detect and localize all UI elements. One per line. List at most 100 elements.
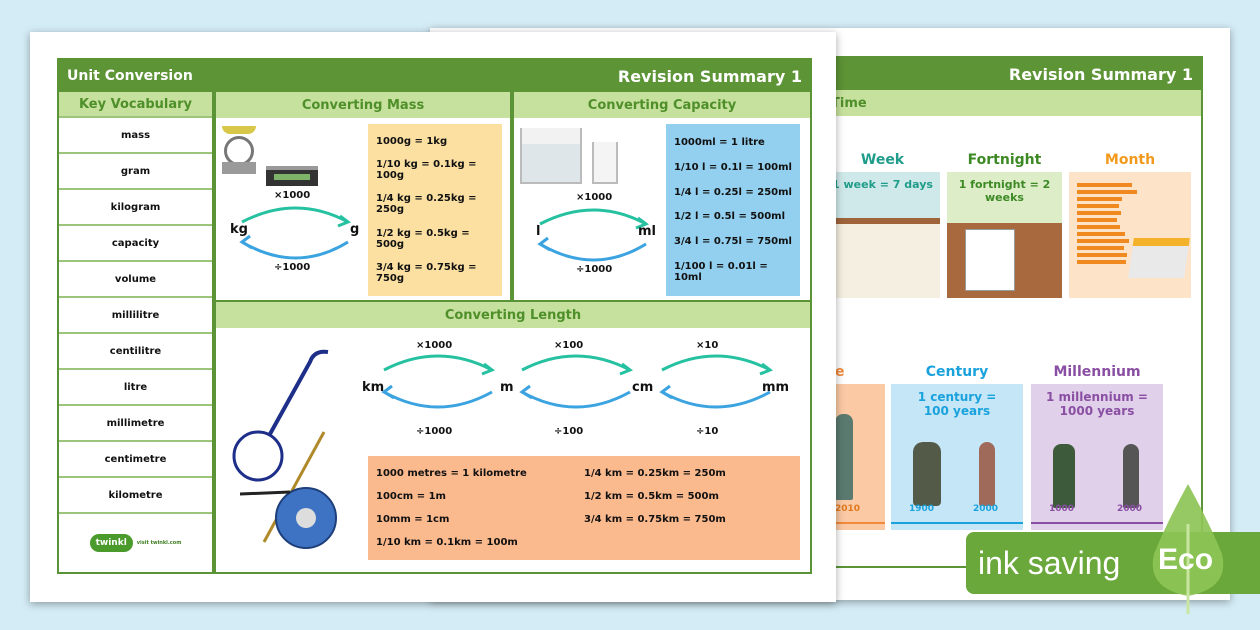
length-facts-box: 1000 metres = 1 kilometre 1/4 km = 0.25k…	[368, 456, 800, 560]
capacity-facts-box: 1000ml = 1 litre 1/10 l = 0.1l = 100ml 1…	[666, 124, 800, 296]
mass-fact: 3/4 kg = 0.75kg = 750g	[376, 261, 477, 284]
trundle-wheel-handle	[258, 349, 329, 453]
length-fact: 1/10 km = 0.1km = 100m	[376, 537, 518, 548]
vocab-item: gram	[59, 154, 212, 190]
vocab-item: centimetre	[59, 442, 212, 478]
mass-fact: 1/4 kg = 0.25kg = 250g	[376, 193, 477, 216]
digital-scale-icon	[266, 166, 318, 186]
unit-mm: mm	[762, 380, 790, 395]
km-to-m-op: ×1000	[416, 340, 453, 351]
length-fact: 10mm = 1cm	[376, 514, 450, 525]
decade-year: 2010	[835, 504, 861, 514]
unit-g: g	[350, 222, 360, 237]
capacity-fact: 1/100 l = 0.01l = 10ml	[674, 261, 768, 284]
back-arrow	[241, 240, 349, 260]
desk-calendar-image	[1128, 238, 1190, 278]
millennium-card: Millennium 1 millennium = 1000 years 100…	[1031, 360, 1163, 530]
key-vocabulary-header: Key Vocabulary	[59, 92, 212, 118]
capacity-back-op: ÷1000	[576, 264, 613, 275]
trundle-wheel-icon	[232, 430, 284, 482]
length-conversion-arrows	[381, 354, 774, 409]
week-fact: 1 week = 7 days	[832, 178, 933, 191]
millennium-title: Millennium	[1053, 364, 1141, 380]
mass-fact: 1/10 kg = 0.1kg = 100g	[376, 159, 477, 182]
vocab-item: centilitre	[59, 334, 212, 370]
converting-capacity-panel: Converting Capacity l ml ×1000 ÷1000 100…	[512, 92, 810, 300]
front-title-bar: Unit Conversion Revision Summary 1	[59, 60, 810, 92]
century-year-end: 2000	[973, 504, 999, 514]
measuring-jug-icon	[520, 128, 582, 184]
eco-label: Eco	[1158, 543, 1214, 576]
kitchen-scale-icon	[222, 126, 256, 186]
back-frame: Revision Summary 1 Time Week 1 week = 7 …	[825, 56, 1203, 568]
twinkl-tagline: visit twinkl.com	[136, 540, 182, 546]
vocab-item: millilitre	[59, 298, 212, 334]
cm-to-mm-op: ×10	[696, 340, 719, 351]
converting-mass-header: Converting Mass	[216, 92, 510, 118]
person-figure	[835, 414, 853, 500]
mass-forward-op: ×1000	[274, 190, 311, 201]
calendar-image	[947, 223, 1062, 298]
length-fact: 1/4 km = 0.25km = 250m	[584, 468, 726, 479]
businessman-figure	[1123, 444, 1139, 508]
time-section-header: Time	[825, 90, 1201, 116]
twinkl-logo: twinkl	[89, 534, 133, 552]
modern-figure	[979, 442, 995, 506]
forward-arrow	[241, 206, 349, 224]
unit-km: km	[362, 380, 385, 395]
vocab-item: capacity	[59, 226, 212, 262]
vocab-item: volume	[59, 262, 212, 298]
vocab-item: millimetre	[59, 406, 212, 442]
mm-to-cm-op: ÷10	[696, 426, 719, 437]
unit-conversion-title: Unit Conversion	[67, 68, 193, 84]
mass-back-op: ÷1000	[274, 262, 311, 273]
converting-length-header: Converting Length	[216, 302, 810, 328]
capacity-forward-op: ×1000	[576, 192, 613, 203]
mass-fact: 1/2 kg = 0.5kg = 500g	[376, 227, 470, 250]
unit-kg: kg	[230, 222, 248, 237]
key-vocabulary-column: Key Vocabulary mass gram kilogram capaci…	[59, 92, 214, 572]
century-year-start: 1900	[909, 504, 935, 514]
vocab-item: litre	[59, 370, 212, 406]
victorian-figure	[913, 442, 941, 506]
capacity-fact: 3/4 l = 0.75l = 750ml	[674, 236, 792, 248]
back-title: Revision Summary 1	[1008, 64, 1193, 84]
unit-ml: ml	[638, 224, 657, 239]
m-to-cm-op: ×100	[554, 340, 584, 351]
measuring-tools-icon	[232, 349, 337, 549]
century-title: Century	[925, 364, 989, 380]
millennium-fact: 1 millennium = 1000 years	[1046, 390, 1148, 418]
m-to-km-op: ÷1000	[416, 426, 453, 437]
converting-mass-panel: Converting Mass kg g ×1000 ÷1000 1000g =…	[214, 92, 512, 300]
mass-fact: 1000g = 1kg	[376, 136, 448, 148]
capacity-conversion-arrows	[537, 208, 650, 262]
century-fact: 1 century = 100 years	[917, 390, 997, 418]
fortnight-fact: 1 fortnight = 2 weeks	[958, 178, 1051, 204]
fortnight-card: Fortnight 1 fortnight = 2 weeks	[947, 148, 1062, 298]
century-card: Century 1 century = 100 years 1900 2000	[891, 360, 1023, 530]
week-card: Week 1 week = 7 days	[825, 148, 940, 298]
unit-cm: cm	[632, 380, 654, 395]
length-fact: 100cm = 1m	[376, 491, 446, 502]
fortnight-title: Fortnight	[967, 152, 1042, 168]
month-days-list	[1077, 180, 1137, 267]
millennium-year-end: 2000	[1117, 504, 1143, 514]
millennium-year-start: 1000	[1049, 504, 1075, 514]
month-title: Month	[1104, 152, 1156, 168]
cm-to-m-op: ÷100	[554, 426, 584, 437]
length-fact: 1/2 km = 0.5km = 500m	[584, 491, 719, 502]
front-worksheet: Unit Conversion Revision Summary 1 Key V…	[30, 32, 836, 602]
week-title: Week	[860, 152, 905, 168]
vocab-item: mass	[59, 118, 212, 154]
revision-summary-title: Revision Summary 1	[617, 66, 802, 86]
planner-image	[825, 218, 940, 298]
mass-facts-box: 1000g = 1kg 1/10 kg = 0.1kg = 100g 1/4 k…	[368, 124, 502, 296]
leaf-icon	[1152, 484, 1224, 614]
vocab-item: kilometre	[59, 478, 212, 514]
capacity-fact: 1/4 l = 0.25l = 250ml	[674, 186, 792, 198]
converting-length-panel: Converting Length	[214, 300, 810, 572]
length-fact: 3/4 km = 0.75km = 750m	[584, 514, 726, 525]
unit-l: l	[536, 224, 541, 239]
vocab-item: kilogram	[59, 190, 212, 226]
length-fact: 1000 metres = 1 kilometre	[376, 468, 527, 479]
